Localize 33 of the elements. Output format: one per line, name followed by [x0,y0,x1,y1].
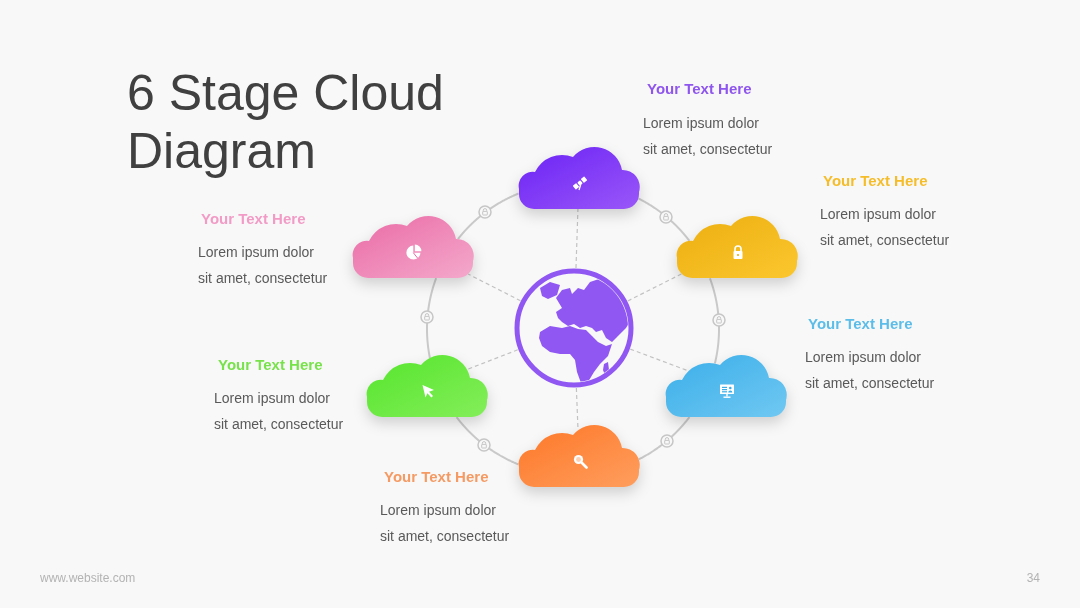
dashed-connector [467,273,522,302]
stage-description: Lorem ipsum dolor sit amet, consectetur [198,243,329,288]
dashed-connector [629,348,689,372]
dashed-connector [627,273,683,302]
connector-line [637,416,691,461]
cloud [367,353,487,417]
stage-description: Lorem ipsum dolor sit amet, consectetur [380,501,511,546]
cloud [519,423,639,487]
cloud [519,145,639,209]
dashed-connector [466,349,519,371]
connector-line [455,416,520,466]
page-number: 34 [1025,570,1040,586]
stage-heading: Your Text Here [201,209,306,229]
stage-description: Lorem ipsum dolor sit amet, consectetur [214,389,345,434]
stage-description: Lorem ipsum dolor sit amet, consectetur [805,348,936,393]
slide-title: 6 Stage Cloud Diagram [127,64,445,180]
connector-line [708,277,720,365]
cloud [666,353,786,417]
stage-heading: Your Text Here [384,467,489,487]
connector-line [426,277,438,359]
stage-description: Lorem ipsum dolor sit amet, consectetur [643,114,774,159]
footer-url: www.website.com [40,570,137,586]
cloud [353,214,473,278]
stage-heading: Your Text Here [218,355,323,375]
stage-heading: Your Text Here [808,314,913,334]
globe-drawing [512,266,636,390]
cloud [677,214,797,278]
connector-line [637,197,691,242]
stage-heading: Your Text Here [647,79,752,99]
stage-heading: Your Text Here [823,171,928,191]
stage-description: Lorem ipsum dolor sit amet, consectetur [820,205,951,250]
dashed-connector [575,208,579,269]
connector-line [457,192,520,240]
